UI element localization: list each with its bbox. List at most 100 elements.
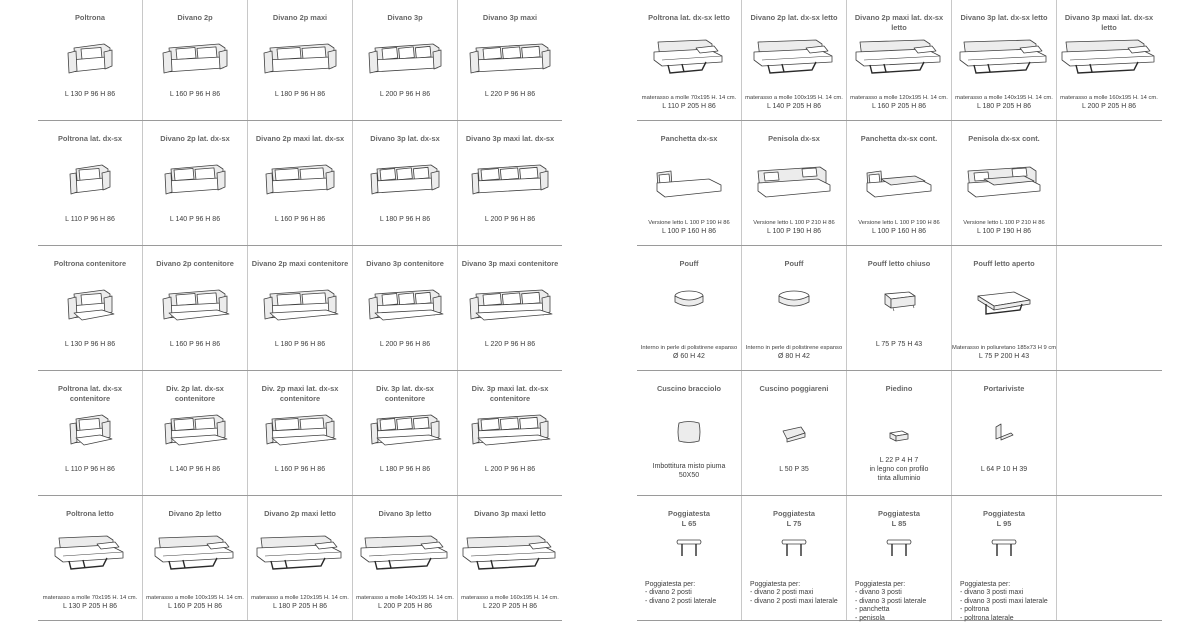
product-note: Versione letto L 100 P 210 H 86 xyxy=(963,220,1045,226)
product-dimensions: L 180 P 96 H 86 xyxy=(274,91,326,98)
product-dimensions: L 180 P 205 H 86 xyxy=(272,603,328,610)
product-note: Versione letto L 100 P 190 H 86 xyxy=(648,220,730,226)
product-dimensions: L 220 P 205 H 86 xyxy=(482,603,538,610)
compatibility-list: Poggiatesta per: - divano 2 posti - diva… xyxy=(645,581,717,605)
product-dimensions: L 100 P 190 H 86 xyxy=(976,228,1032,235)
sofa-icon xyxy=(248,38,352,85)
product-note: Interno in perle di polistirene espanso xyxy=(640,345,738,351)
headrest-icon xyxy=(847,536,951,565)
product-dimensions: L 140 P 96 H 86 xyxy=(169,466,221,473)
product-dimensions: L 200 P 96 H 86 xyxy=(484,216,536,223)
product-dimensions: L 64 P 10 H 39 xyxy=(980,466,1028,473)
product-name: Divano 2p lat. dx-sx xyxy=(160,134,230,143)
product-name: Poltrona contenitore xyxy=(53,259,127,268)
product-name: Divano 2p maxi xyxy=(272,13,328,22)
product-dimensions: L 50 P 35 xyxy=(779,466,809,473)
compatibility-list: Poggiatesta per: - divano 3 posti - diva… xyxy=(855,581,927,622)
chaise-icon xyxy=(637,157,741,206)
product-dimensions: L 100 P 160 H 86 xyxy=(871,228,927,235)
product-name: Cuscino bracciolo xyxy=(656,384,722,393)
product-dimensions: L 110 P 205 H 86 xyxy=(662,103,716,110)
sofa-storage-icon xyxy=(353,284,457,331)
product-note: Versione letto L 100 P 190 H 86 xyxy=(858,220,940,226)
product-dimensions: L 160 P 96 H 86 xyxy=(169,91,221,98)
product-cell: Divano 2p maxi L 180 P 96 H 86 xyxy=(248,0,353,120)
product-dimensions: L 130 P 96 H 86 xyxy=(64,91,116,98)
product-name: Pouff letto aperto xyxy=(973,259,1035,268)
product-note: materasso a molle 140x195 H. 14 cm. xyxy=(356,595,454,601)
sofa-side-storage-icon xyxy=(353,409,457,456)
product-cell: Penisola dx-sx cont.Versione letto L 100… xyxy=(952,121,1057,245)
product-name: Poltrona lat. dx-sx letto xyxy=(648,13,730,22)
pouf-bed-closed-icon xyxy=(847,288,951,319)
armchair-side-storage-icon xyxy=(38,409,142,456)
product-dimensions: L 160 P 96 H 86 xyxy=(274,216,326,223)
sofa-storage-icon xyxy=(143,284,247,331)
sofa-bed-icon xyxy=(248,534,352,579)
sofa-side-storage-icon xyxy=(458,409,562,456)
sofa-side-icon xyxy=(143,159,247,206)
headrest-icon xyxy=(637,536,741,565)
peninsula-icon xyxy=(742,157,846,206)
product-dimensions: L 180 P 96 H 86 xyxy=(379,216,431,223)
sofa-storage-icon xyxy=(458,284,562,331)
headrest-icon xyxy=(952,536,1056,565)
product-note: Versione letto L 100 P 210 H 86 xyxy=(753,220,835,226)
product-name: Divano 3p lat. dx-sx xyxy=(370,134,440,143)
product-dimensions: L 100 P 190 H 86 xyxy=(766,228,822,235)
product-cell: Divano 3p letto materasso a molle 140x195… xyxy=(353,496,458,620)
product-dimensions: L 140 P 96 H 86 xyxy=(169,216,221,223)
back-cushion-icon xyxy=(742,425,846,448)
sofa-icon xyxy=(353,38,457,85)
sofa-side-icon xyxy=(353,159,457,206)
product-dimensions: L 160 P 96 H 86 xyxy=(274,466,326,473)
product-name: Divano 3p contenitore xyxy=(366,259,444,268)
product-note: materasso a molle 160x195 H. 14 cm. xyxy=(1060,95,1158,101)
product-note: materasso a molle 160x195 H. 14 cm. xyxy=(461,595,559,601)
product-dimensions: L 220 P 96 H 86 xyxy=(484,91,536,98)
product-name: Penisola dx-sx xyxy=(768,134,820,143)
product-name: Poltrona xyxy=(75,13,105,22)
product-name: Poltrona lat. dx-sx contenitore xyxy=(57,384,123,403)
product-dimensions: L 200 P 205 H 86 xyxy=(1081,103,1137,110)
product-dimensions: L 110 P 96 H 86 xyxy=(65,216,115,223)
product-name: Divano 3p lat. dx-sx letto xyxy=(960,13,1048,22)
product-name: Divano 3p maxi xyxy=(482,13,538,22)
product-name: Poggiatesta L 85 xyxy=(878,509,920,528)
sofa-bed-icon xyxy=(458,534,562,579)
sofa-icon xyxy=(458,38,562,85)
product-name: Divano 3p letto xyxy=(378,509,432,518)
peninsula-storage-icon xyxy=(952,157,1056,206)
product-cell: Divano 3p maxi L 220 P 96 H 86 xyxy=(458,0,562,120)
sofa-side-storage-icon xyxy=(143,409,247,456)
product-name: Panchetta dx-sx cont. xyxy=(860,134,938,143)
product-cell: Divano 2p lat. dx-sx L 140 P 96 H 86 xyxy=(143,121,248,245)
product-dimensions: Imbottitura misto piuma 50X50 xyxy=(652,463,726,479)
product-dimensions: L 200 P 205 H 86 xyxy=(377,603,433,610)
product-name: Divano 2p xyxy=(177,13,213,22)
armchair-side-icon xyxy=(38,159,142,206)
product-name: Poggiatesta L 75 xyxy=(773,509,815,528)
product-name: Divano 2p letto xyxy=(168,509,222,518)
armchair-side-bed-icon xyxy=(637,38,741,83)
pouf-small-icon xyxy=(637,288,741,315)
sofa-side-bed-icon xyxy=(952,38,1056,83)
